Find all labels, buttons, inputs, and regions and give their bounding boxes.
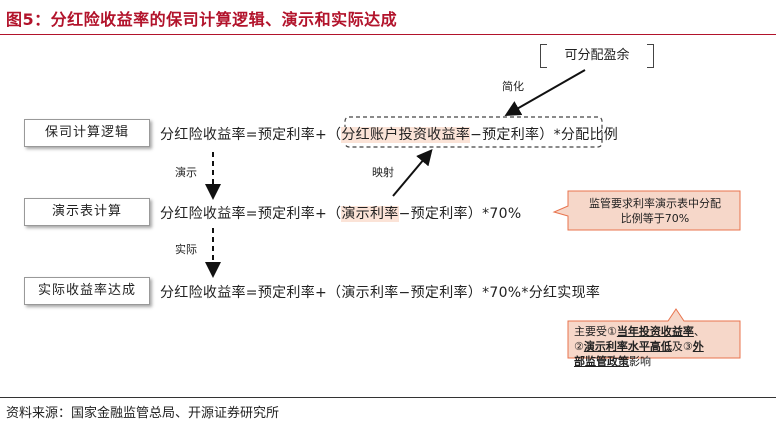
- distributable-surplus-box: 可分配盈余: [540, 44, 654, 68]
- figure-title: 图5：分红险收益率的保司计算逻辑、演示和实际达成: [6, 10, 398, 29]
- callout-part: 、: [693, 325, 705, 338]
- formula-mid: −预定利率）: [470, 127, 554, 143]
- formula-suffix: *分配比例: [553, 127, 619, 143]
- callout-investment-return: 当年投资收益率: [616, 325, 694, 338]
- callout-demo-rate-level: 演示利率水平高低: [583, 340, 672, 353]
- formula-prefix: 分红险收益率=预定利率+（: [160, 206, 342, 222]
- callout-regulatory-policy: 部监管政策: [574, 355, 629, 368]
- formula-prefix: 分红险收益率=预定利率+（: [160, 127, 342, 143]
- callout-part: 影响: [629, 355, 651, 368]
- simplify-label: 简化: [502, 80, 524, 93]
- actual-return-box: 实际收益率达成: [24, 277, 150, 305]
- callout-regulation: 监管要求利率演示表中分配 比例等于70%: [574, 196, 736, 226]
- title-divider: [0, 34, 776, 35]
- formula-suffix: −预定利率）*70%: [398, 206, 522, 222]
- highlight-term: 演示利率: [341, 206, 399, 222]
- callout-part: 及③: [671, 340, 693, 353]
- callout-external: 外: [692, 340, 704, 353]
- insurer-logic-box: 保司计算逻辑: [24, 119, 150, 147]
- actual-label: 实际: [175, 243, 197, 256]
- callout-2-shape: [567, 308, 741, 359]
- callout-factors: 主要受①当年投资收益率、 ②演示利率水平高低及③外 部监管政策影响: [574, 324, 738, 369]
- callout-line-2: 比例等于70%: [620, 212, 690, 225]
- bracket-right: [647, 44, 654, 68]
- highlight-term: 分红账户投资收益率: [341, 127, 471, 143]
- demo-table-box: 演示表计算: [24, 198, 150, 226]
- map-label: 映射: [372, 166, 394, 179]
- callout-1-shape: [552, 190, 741, 231]
- actual-return-formula: 分红险收益率=预定利率+（演示利率−预定利率）*70%*分红实现率: [160, 285, 601, 301]
- distributable-surplus-label: 可分配盈余: [564, 48, 630, 63]
- demo-label: 演示: [175, 166, 197, 179]
- demo-table-formula: 分红险收益率=预定利率+（演示利率−预定利率）*70%: [160, 203, 521, 223]
- source-note: 资料来源：国家金融监管总局、开源证券研究所: [6, 406, 280, 421]
- callout-line-1: 监管要求利率演示表中分配: [589, 197, 721, 210]
- map-arrow: [392, 148, 433, 197]
- simplify-arrow: [504, 69, 586, 116]
- bracket-left: [540, 44, 547, 68]
- callout-part: ②: [574, 340, 584, 353]
- source-divider: [0, 397, 776, 398]
- callout-part: 主要受①: [574, 325, 617, 338]
- insurer-logic-formula: 分红险收益率=预定利率+（分红账户投资收益率−预定利率）*分配比例: [160, 124, 618, 144]
